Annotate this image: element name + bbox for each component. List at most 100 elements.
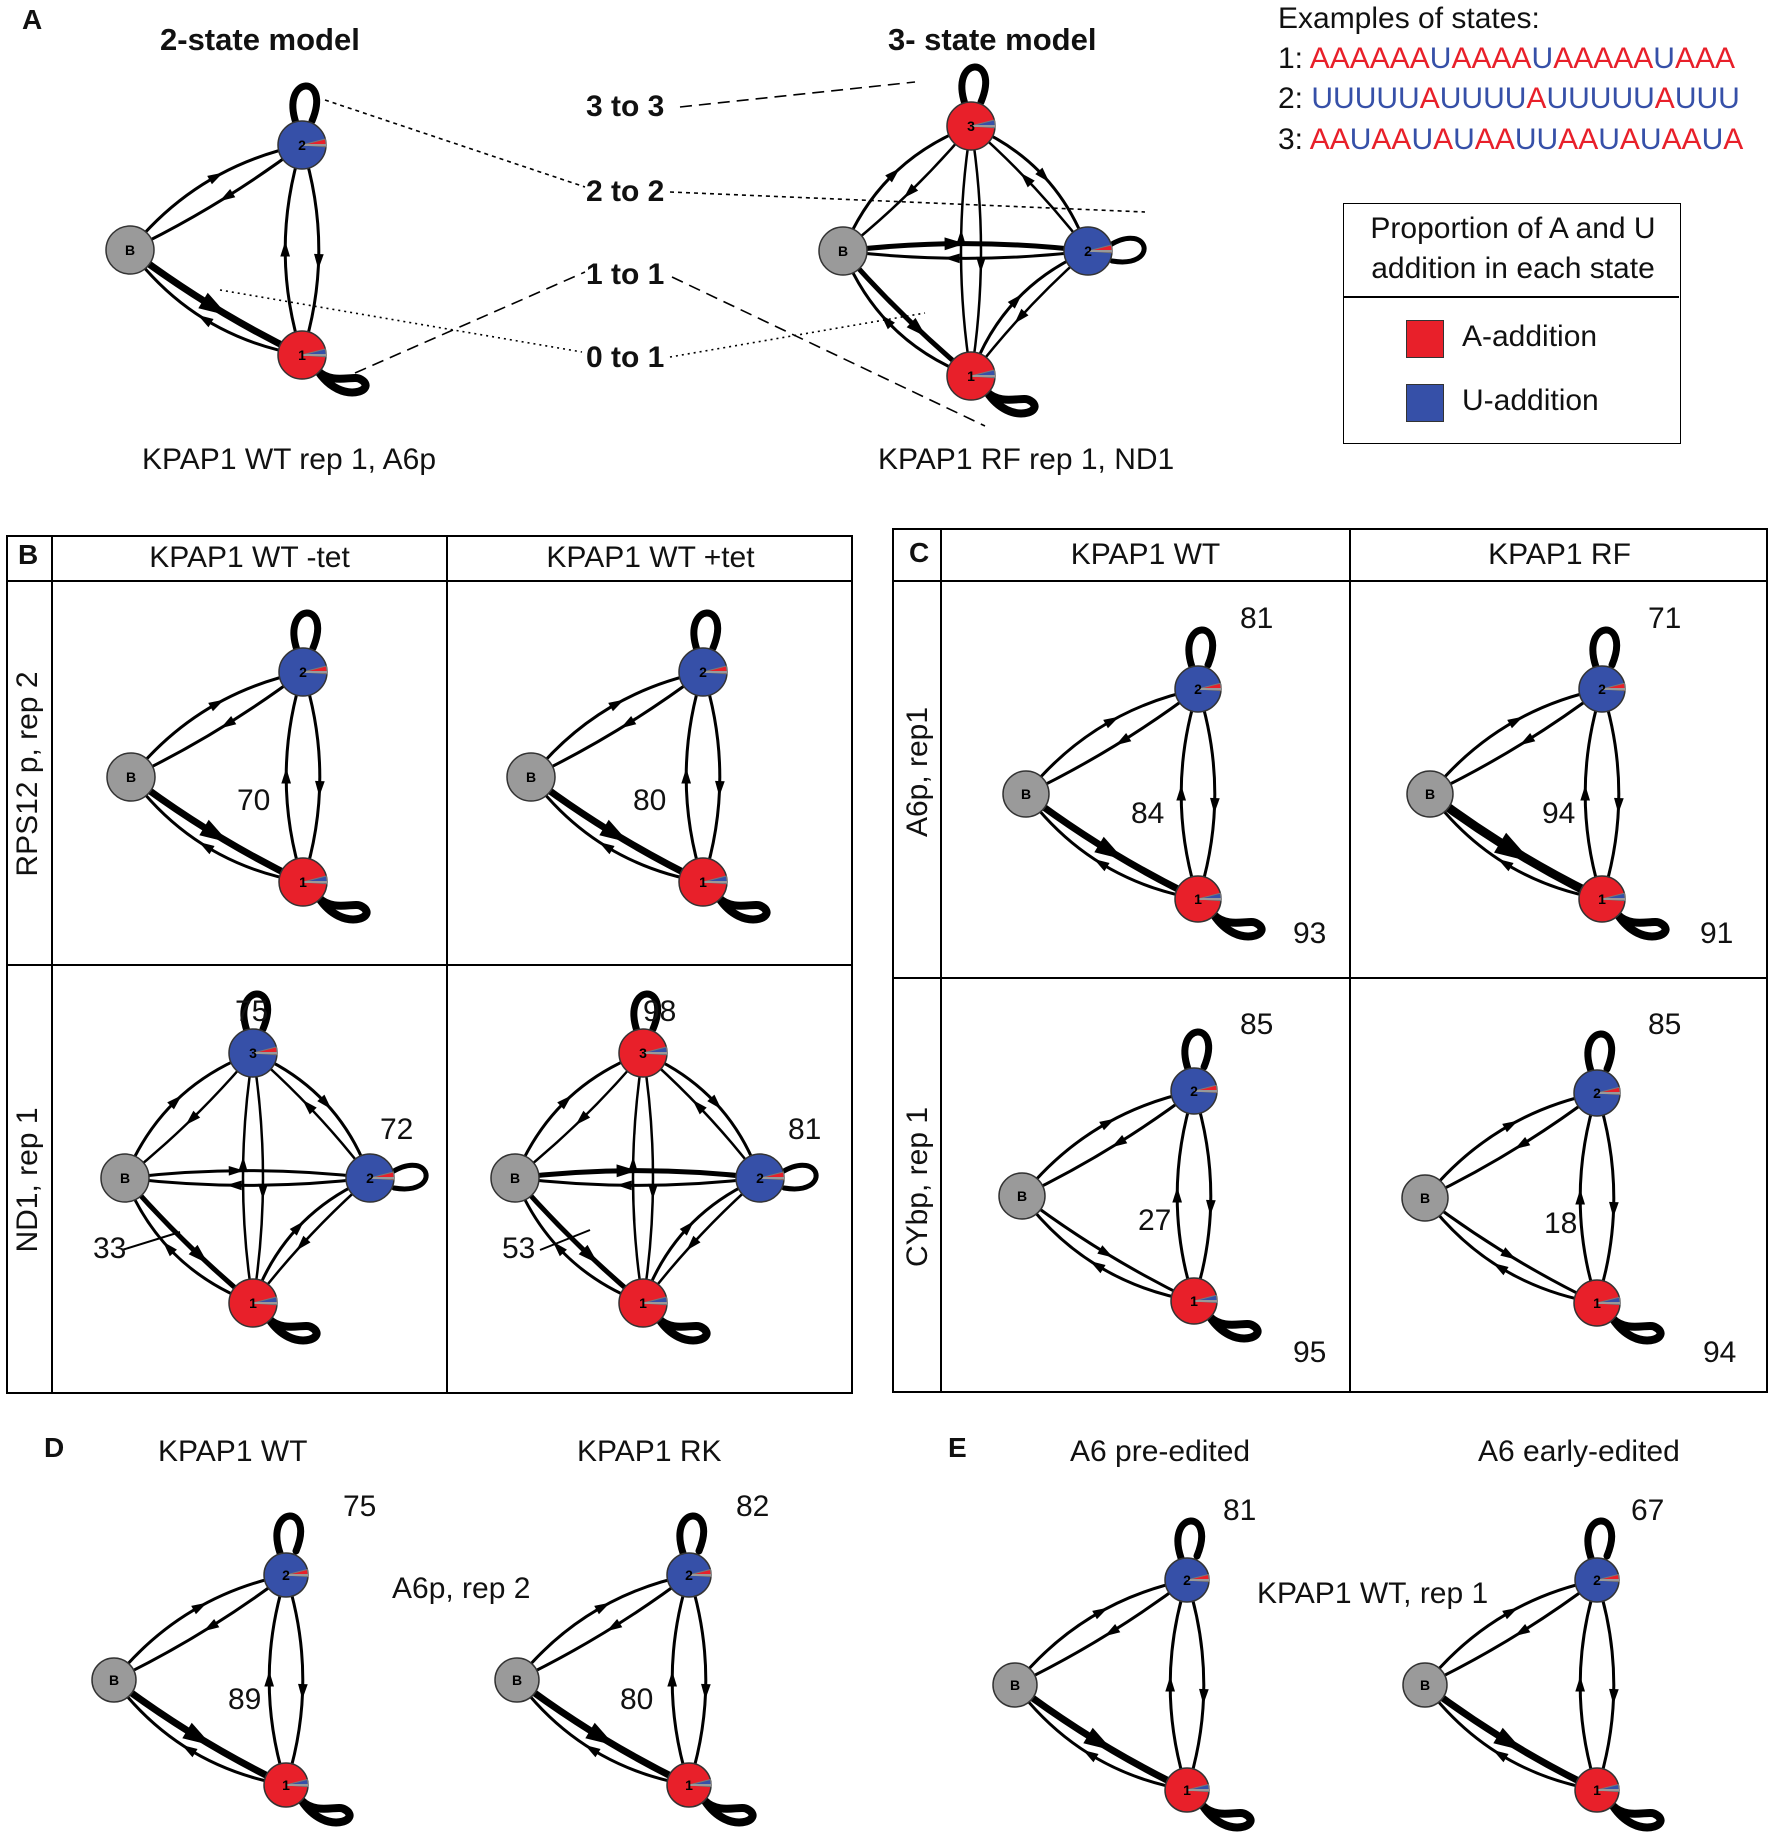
transition-edge: [513, 1051, 644, 1179]
self-loop-edge: [630, 990, 662, 1035]
node-b: [992, 1662, 1038, 1708]
arrow-head: [701, 1683, 711, 1700]
transition-value-label: 75: [343, 1490, 377, 1523]
arrow-head: [167, 1095, 182, 1110]
transition-edge: [642, 1177, 761, 1304]
transition-edge: [516, 1573, 690, 1682]
sequence-2: UUUUUAUUUUAUUUUUAUUU: [1311, 82, 1740, 115]
arrow-head: [578, 1244, 599, 1264]
transition-edge: [284, 1574, 305, 1786]
transition-value-label: 84: [1131, 797, 1165, 830]
transition-value-label: 80: [633, 784, 667, 817]
self-loop-edge: [240, 990, 272, 1035]
panel-e-center-label: KPAP1 WT, rep 1: [1257, 1577, 1489, 1610]
transition-value-label: 33: [93, 1232, 127, 1265]
arrow-head: [264, 1671, 275, 1687]
self-loop-edge: [676, 1512, 708, 1557]
transition-edge: [701, 671, 722, 883]
transition-edge: [529, 670, 704, 778]
arrow-head: [1502, 1120, 1519, 1133]
transition-edge: [1424, 1578, 1598, 1687]
node-label: 1: [299, 874, 307, 890]
node-label: 1: [1190, 1293, 1198, 1309]
transition-value-label: 82: [736, 1490, 770, 1523]
arrow-head: [208, 699, 225, 712]
node-label: 2: [299, 664, 307, 680]
arrow-head: [1580, 785, 1591, 801]
arrow-head: [616, 1180, 632, 1191]
network-e-c1: B21: [992, 1517, 1255, 1832]
arrow-head: [667, 1671, 678, 1687]
self-loop-edge: [958, 63, 990, 108]
arrow-head: [956, 229, 966, 246]
transition-edge: [641, 1052, 655, 1304]
transition-value-label: 27: [1138, 1204, 1172, 1237]
arrow-head: [296, 1235, 311, 1251]
panel-b-row-label-divider: [51, 535, 53, 1394]
arrow-head: [885, 168, 900, 183]
node-label: B: [1425, 786, 1435, 802]
arrow-head: [1099, 1118, 1116, 1131]
arrow-head: [1103, 716, 1120, 729]
panel-d-col2-header: KPAP1 RK: [577, 1435, 722, 1468]
examples-title: Examples of states:: [1278, 2, 1540, 35]
arrow-head: [1609, 1688, 1619, 1705]
transition-edge: [300, 144, 321, 356]
arrow-head: [1206, 1199, 1216, 1216]
node-label: B: [1021, 786, 1031, 802]
caption-a-left: KPAP1 WT rep 1, A6p: [142, 443, 437, 476]
arrow-head: [606, 1618, 623, 1632]
node-label: 2: [1190, 1083, 1198, 1099]
self-loop-edge: [1609, 1802, 1665, 1832]
self-loop-edge: [1614, 911, 1670, 941]
transition-edge: [514, 1168, 761, 1181]
self-loop-edge: [298, 1797, 354, 1827]
arrow-head: [599, 819, 629, 843]
arrow-head: [289, 1221, 304, 1236]
arrow-head: [1519, 732, 1536, 746]
node-label: 1: [249, 1295, 257, 1311]
transition-edge: [129, 670, 304, 778]
arrow-head: [258, 1183, 268, 1200]
legend-box: Proportion of A and U addition in each s…: [1343, 203, 1681, 444]
arrow-head: [1020, 172, 1035, 188]
arrow-head: [1494, 832, 1532, 863]
transition-value-label: 81: [1223, 1494, 1257, 1527]
node-b: [100, 1153, 150, 1203]
node-label: 1: [639, 1295, 647, 1311]
arrow-head: [1104, 1623, 1121, 1637]
transition-edge: [642, 1051, 762, 1179]
node-b: [106, 752, 156, 802]
arrow-head: [1514, 1623, 1531, 1637]
node-b: [1401, 1174, 1449, 1222]
node-b: [818, 226, 868, 276]
panel-c-col-divider: [1349, 528, 1351, 1393]
transition-edge: [959, 125, 973, 377]
transition-edge: [251, 1052, 265, 1304]
node-label: 1: [282, 1777, 290, 1793]
transition-value-label: 81: [1240, 602, 1274, 635]
node-label: B: [510, 1170, 520, 1186]
arrow-head: [1092, 1607, 1109, 1620]
legend-u-addition: U-addition: [1462, 384, 1599, 417]
self-loop-edge: [314, 367, 370, 397]
node-b: [1402, 1662, 1448, 1708]
transition-edge: [1192, 1090, 1213, 1302]
arrow-head: [1083, 1727, 1113, 1751]
panel-label-a: A: [22, 4, 43, 35]
panel-c-row-divider: [892, 977, 1768, 979]
panel-b-col1-header: KPAP1 WT -tet: [149, 541, 350, 574]
arrow-head: [203, 1618, 220, 1632]
arrow-head: [185, 1110, 201, 1125]
node-label: 3: [249, 1045, 257, 1061]
transition-value-label: 85: [1648, 1008, 1682, 1041]
node-label: 1: [967, 368, 975, 384]
transition-value-label: 53: [502, 1232, 536, 1265]
node-label: 1: [298, 347, 306, 363]
self-loop-edge: [1174, 1517, 1206, 1562]
transition-edge: [1600, 688, 1621, 900]
panel-label-d: D: [44, 1432, 65, 1463]
network-b-r1c2: B21: [506, 609, 771, 924]
arrow-head: [298, 1683, 308, 1700]
